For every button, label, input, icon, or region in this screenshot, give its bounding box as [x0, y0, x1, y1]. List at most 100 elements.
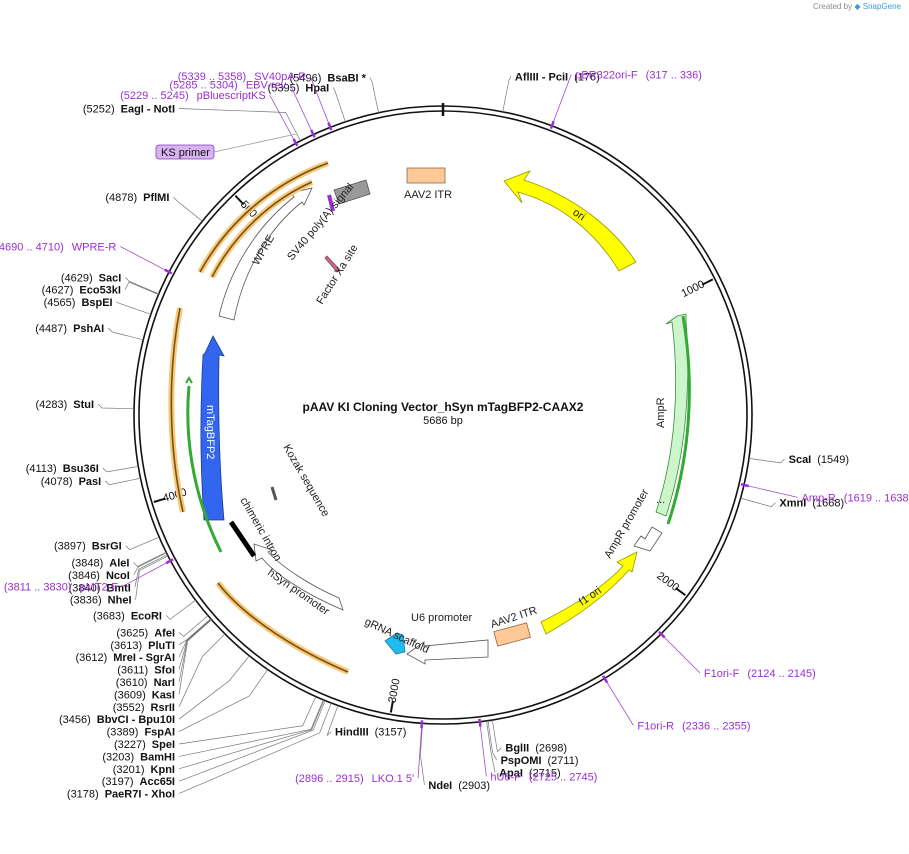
- restriction-site-label[interactable]: (3389)FspAI: [107, 727, 175, 739]
- restriction-site-label[interactable]: XmnI(1668): [779, 498, 844, 510]
- site-leader: [502, 76, 512, 112]
- restriction-site-label[interactable]: AflIII - PciI(176): [515, 71, 600, 83]
- ori-label: ori: [570, 207, 587, 224]
- restriction-site-label[interactable]: NdeI(2903): [428, 780, 490, 792]
- primer-leader: [289, 84, 312, 131]
- mtagbfp2-feature[interactable]: [200, 335, 225, 521]
- primer-mark: [327, 122, 333, 131]
- restriction-site-label[interactable]: (4629)SacI: [61, 272, 121, 284]
- primer-label[interactable]: (2896 .. 2915)LKO.1 5': [295, 773, 414, 785]
- restriction-site-label[interactable]: (3683)EcoRI: [93, 610, 162, 622]
- snapgene-logo-icon: ◆: [854, 2, 861, 11]
- restriction-site-label[interactable]: (3197)Acc65I: [102, 776, 175, 788]
- site-leader: [104, 477, 141, 486]
- restriction-site-label[interactable]: (3178)PaeR7I - XhoI: [67, 789, 175, 801]
- primer-leader: [553, 74, 572, 122]
- ampr-promoter-feature[interactable]: [633, 526, 663, 552]
- sv40-polya-primer-mark: [327, 194, 335, 212]
- restriction-site-label[interactable]: (3227)SpeI: [114, 739, 175, 751]
- restriction-site-label[interactable]: (5252)EagI - NotI: [83, 103, 175, 115]
- restriction-site-label[interactable]: (4565)BspEI: [44, 297, 113, 309]
- restriction-site-label[interactable]: (3625)AfeI: [116, 627, 175, 639]
- credit-prefix: Created by: [812, 2, 853, 11]
- site-leader: [178, 700, 326, 782]
- restriction-site-label[interactable]: (3552)RsrII: [113, 702, 175, 714]
- primer-label[interactable]: (5285 .. 5304)EBV-rev: [169, 80, 286, 92]
- primer-label[interactable]: hU6-F(2725 .. 2745): [490, 771, 597, 783]
- f1-ori-feature[interactable]: [540, 551, 638, 635]
- restriction-site-label[interactable]: (3836)NheI: [70, 595, 132, 607]
- site-leader: [178, 699, 324, 757]
- primer-mark: [165, 558, 174, 565]
- site-leader: [491, 719, 502, 753]
- restriction-site-label[interactable]: (4878)PflMI: [105, 192, 169, 204]
- ampr-highlight-line: [666, 315, 691, 525]
- primer-label[interactable]: (4690 .. 4710)WPRE-R: [0, 242, 116, 254]
- site-leader: [97, 403, 135, 410]
- u6-promoter-feature[interactable]: [406, 639, 489, 665]
- restriction-site-label[interactable]: BglII(2698): [505, 743, 567, 755]
- site-leader: [116, 301, 151, 315]
- tick-mark: [153, 497, 166, 503]
- site-leader: [178, 669, 268, 732]
- primer-label[interactable]: (3811 .. 3830)pMT2-F: [4, 582, 118, 594]
- grna-scaffold-feature[interactable]: [384, 632, 406, 655]
- restriction-site-label[interactable]: (5395)HpaI: [268, 82, 330, 94]
- restriction-site-label[interactable]: (3897)BsrGI: [54, 541, 122, 553]
- factor-xa-label: Factor Xa site: [314, 243, 360, 307]
- primer-mark: [420, 720, 424, 729]
- primer-label[interactable]: F1ori-R(2336 .. 2355): [637, 720, 750, 732]
- primer-mark: [478, 718, 482, 727]
- restriction-site-label[interactable]: ApaI(2715): [499, 767, 561, 779]
- aav2-itr-bottom-feature[interactable]: [493, 622, 531, 647]
- restriction-site-label[interactable]: (3848)AleI: [71, 557, 129, 569]
- restriction-site-label[interactable]: (3610)NarI: [116, 677, 175, 689]
- primer-label[interactable]: pBR322ori-F(317 .. 336): [575, 69, 702, 81]
- kozak-feature[interactable]: [270, 486, 278, 501]
- site-leader: [124, 281, 159, 295]
- factor-xa-feature[interactable]: [324, 255, 341, 273]
- snapgene-credit: Created by ◆ SnapGene: [813, 2, 901, 11]
- restriction-site-label[interactable]: (3609)KasI: [114, 689, 175, 701]
- chimeric-intron-feature[interactable]: [228, 520, 257, 558]
- restriction-site-label[interactable]: (4283)StuI: [35, 399, 94, 411]
- primer-mark: [601, 675, 609, 684]
- sv40-polya-terminator[interactable]: [333, 179, 371, 205]
- restriction-site-label[interactable]: (5496)BsaBI *: [290, 72, 367, 84]
- restriction-site-label[interactable]: PspOMI(2711): [501, 755, 579, 767]
- restriction-site-label[interactable]: ScaI(1549): [789, 454, 849, 466]
- site-leader: [740, 497, 776, 508]
- restriction-site-label[interactable]: (4113)Bsu36I: [26, 463, 99, 475]
- restriction-site-label[interactable]: (4487)PshAI: [35, 323, 104, 335]
- restriction-site-label[interactable]: (3846)NcoI: [68, 570, 130, 582]
- restriction-site-label[interactable]: (3456)BbvCI - Bpu10I: [59, 714, 175, 726]
- primer-label[interactable]: (5339 .. 5358)SV40pA-R: [178, 71, 307, 83]
- primer-label[interactable]: (5229 .. 5245)pBluescriptKS: [120, 90, 266, 102]
- site-leader: [133, 551, 167, 567]
- restriction-site-label[interactable]: HindIII(3157): [335, 727, 406, 739]
- site-leader: [748, 458, 785, 464]
- restriction-site-label[interactable]: (4627)Eco53kI: [42, 285, 121, 297]
- hsyn-promoter-feature[interactable]: [253, 543, 344, 611]
- primer-mark: [549, 120, 555, 130]
- restriction-site-label[interactable]: (3201)KpnI: [113, 764, 175, 776]
- restriction-site-label[interactable]: (3611)SfoI: [117, 665, 175, 677]
- site-leader: [487, 720, 497, 761]
- restriction-site-label[interactable]: (3612)MreI - SgrAI: [75, 652, 175, 664]
- primer-leader: [121, 562, 167, 587]
- aav2-itr-top-feature[interactable]: [406, 167, 446, 184]
- wpre-feature[interactable]: [218, 187, 313, 321]
- ori-feature[interactable]: [503, 170, 637, 272]
- restriction-site-label[interactable]: (3613)PluTI: [110, 640, 175, 652]
- site-leader: [133, 552, 167, 576]
- tick-mark: [701, 278, 714, 286]
- primer-label[interactable]: F1ori-F(2124 .. 2145): [704, 668, 816, 680]
- restriction-site-label[interactable]: (4078)PasI: [41, 476, 101, 488]
- aav2-itr-top-label: AAV2 ITR: [404, 189, 452, 201]
- primer-label[interactable]: Amp-R(1619 .. 1638): [802, 492, 909, 504]
- primer-leader: [120, 246, 165, 270]
- primer-leader: [480, 726, 487, 777]
- site-leader: [178, 655, 250, 720]
- restriction-site-label[interactable]: (3203)BamHI: [102, 751, 175, 763]
- site-leader: [178, 618, 212, 658]
